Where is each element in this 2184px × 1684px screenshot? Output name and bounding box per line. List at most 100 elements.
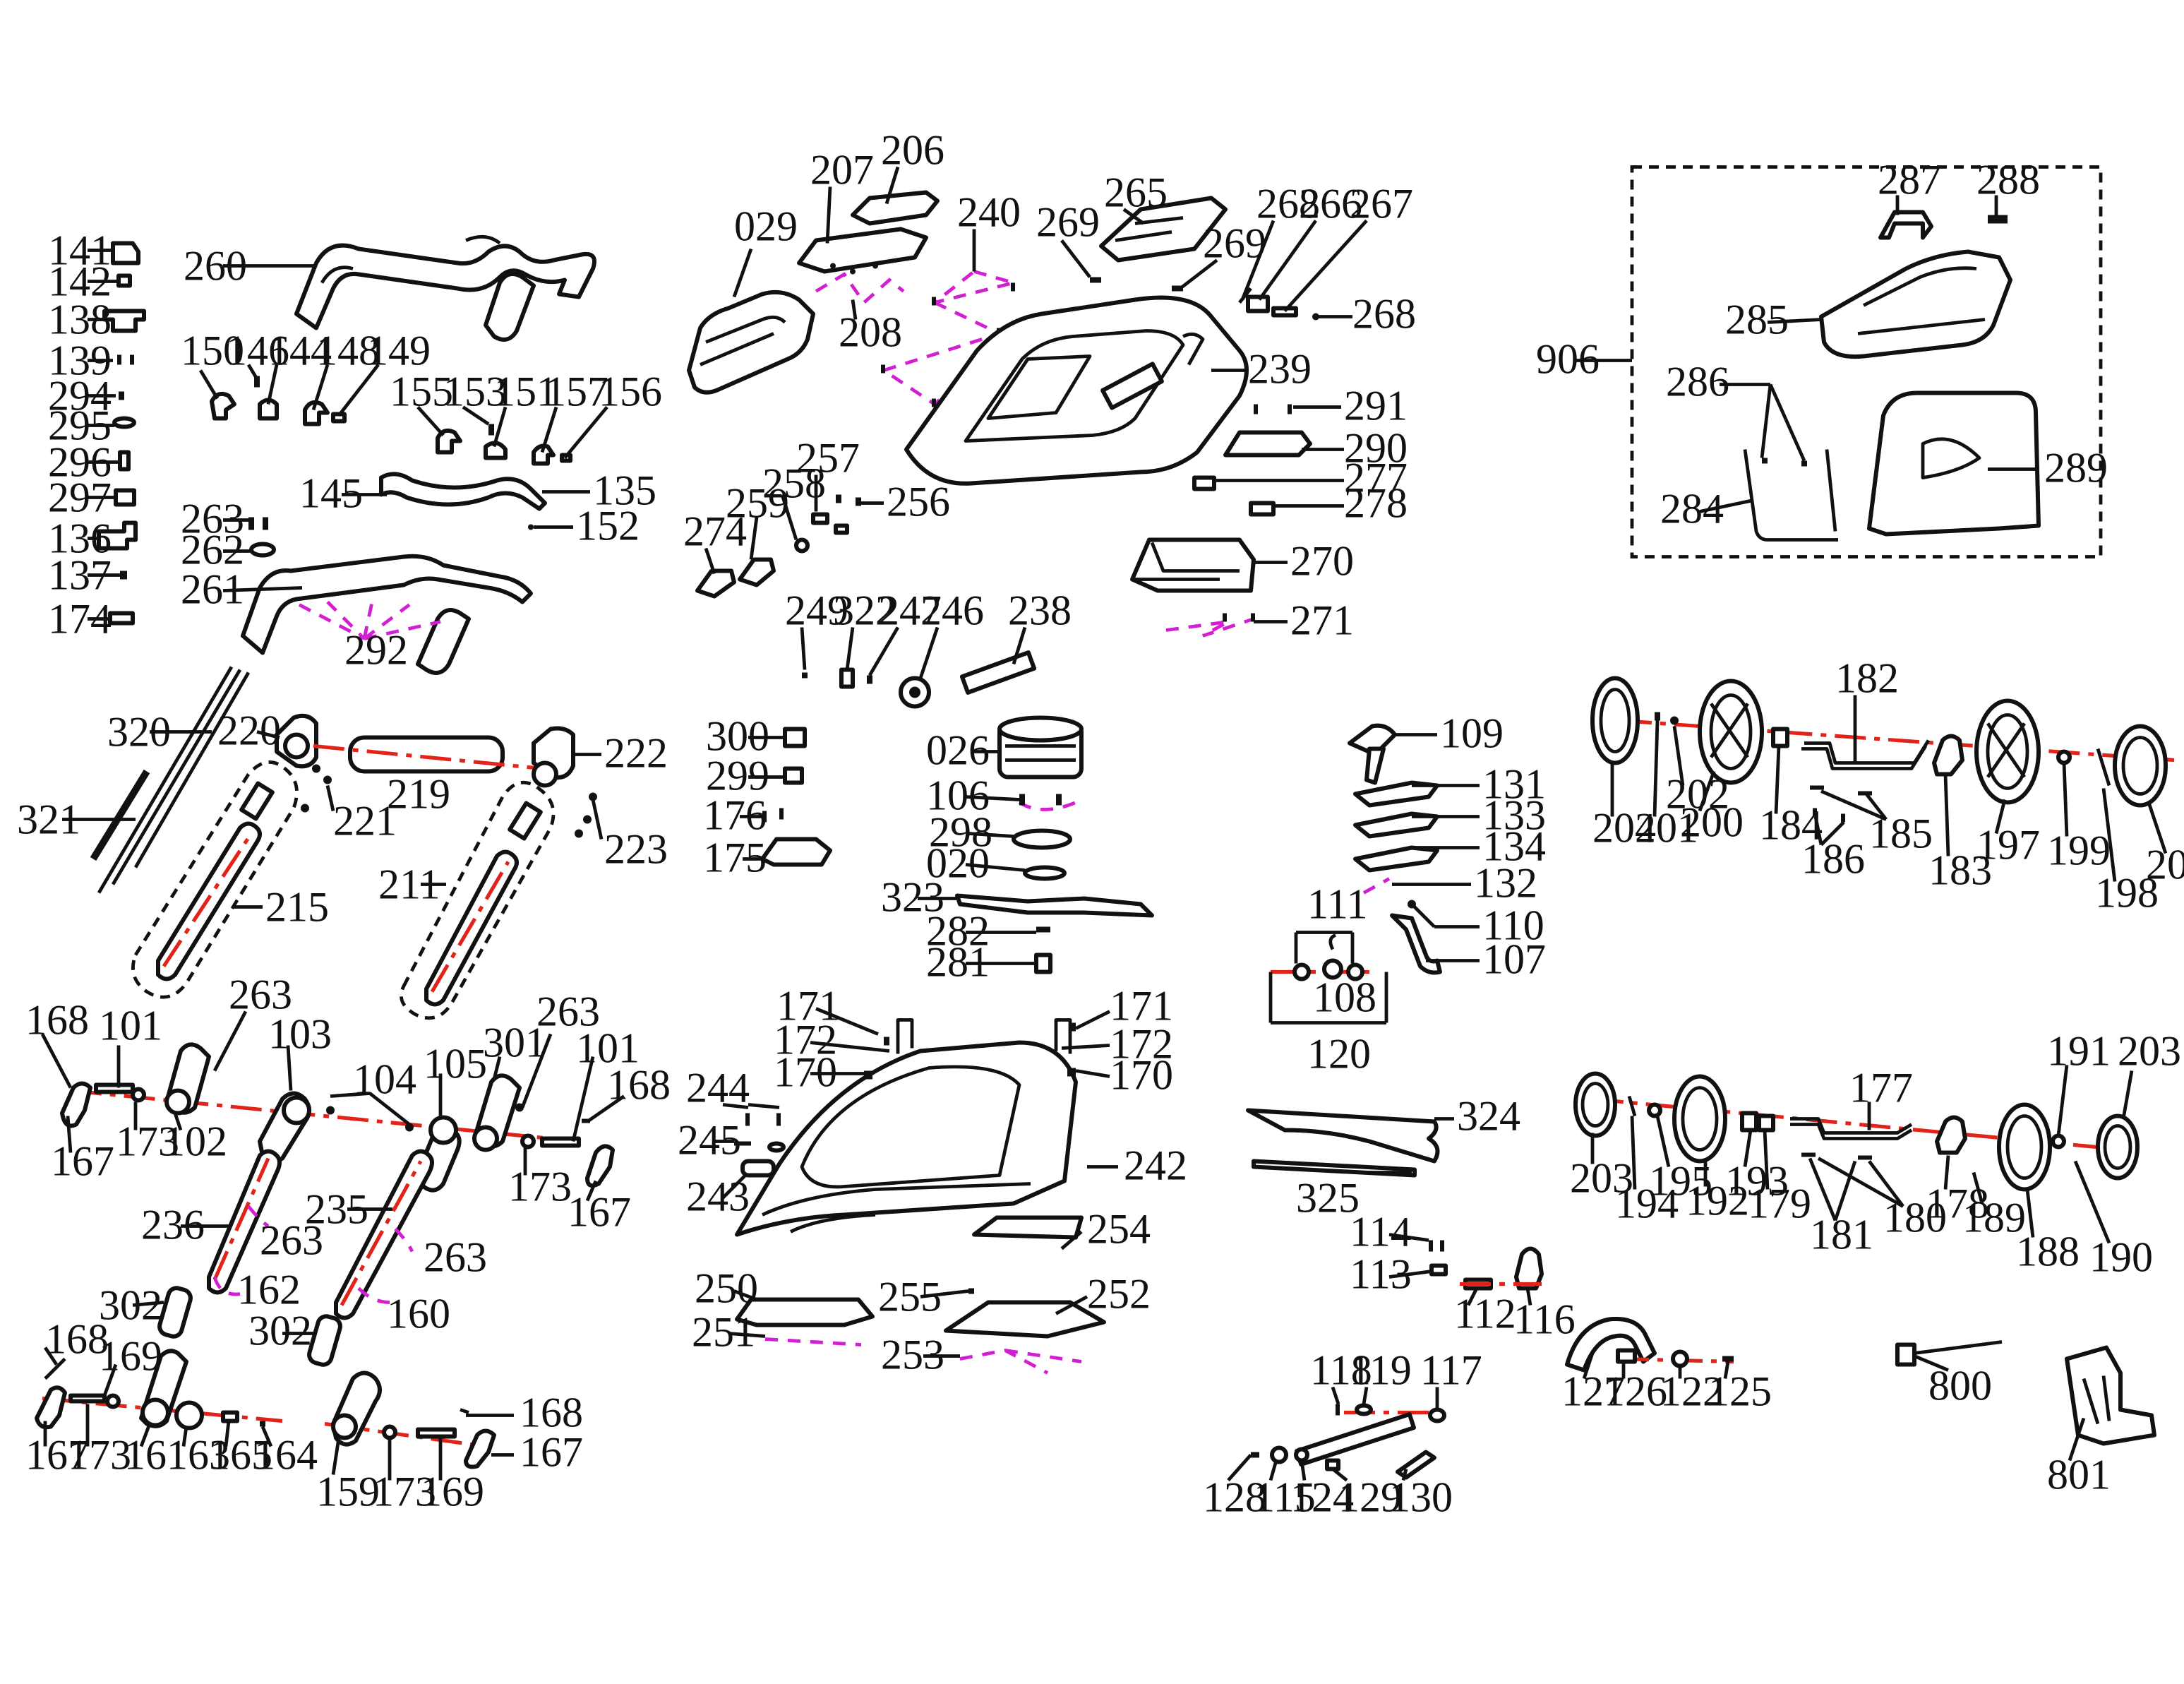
label-171: 171 xyxy=(776,983,840,1029)
label-325: 325 xyxy=(1296,1175,1360,1222)
main-housing-239 xyxy=(904,295,1249,486)
label-292: 292 xyxy=(344,627,408,674)
label-269: 269 xyxy=(1036,199,1100,246)
label-197: 197 xyxy=(1976,822,2040,868)
label-169: 169 xyxy=(421,1469,484,1515)
label-238: 238 xyxy=(1008,587,1072,634)
label-135: 135 xyxy=(593,467,656,514)
label-116: 116 xyxy=(1513,1296,1576,1343)
label-186: 186 xyxy=(1801,836,1865,883)
label-183: 183 xyxy=(1928,847,1992,894)
label-261: 261 xyxy=(181,566,244,613)
tools-800-801 xyxy=(1895,1340,2156,1446)
label-146: 146 xyxy=(226,328,289,374)
lower-tube-215-outline xyxy=(131,760,299,999)
label-254: 254 xyxy=(1087,1206,1151,1253)
label-285: 285 xyxy=(1725,297,1789,343)
label-906: 906 xyxy=(1536,336,1600,383)
label-296: 296 xyxy=(48,439,112,486)
label-173: 173 xyxy=(116,1118,179,1165)
label-168: 168 xyxy=(45,1316,109,1363)
label-138: 138 xyxy=(48,297,112,343)
label-263: 263 xyxy=(229,972,292,1018)
height-adjuster-112-116 xyxy=(1429,1240,1544,1291)
label-176: 176 xyxy=(703,792,767,839)
label-101: 101 xyxy=(99,1003,162,1049)
label-128: 128 xyxy=(1203,1474,1266,1521)
label-271: 271 xyxy=(1290,597,1354,644)
label-169: 169 xyxy=(99,1333,162,1380)
label-155: 155 xyxy=(390,369,453,415)
label-029: 029 xyxy=(734,203,798,250)
label-167: 167 xyxy=(25,1432,89,1479)
label-170: 170 xyxy=(774,1049,837,1096)
label-263: 263 xyxy=(260,1217,323,1264)
label-258: 258 xyxy=(762,460,826,507)
label-239: 239 xyxy=(1248,346,1312,393)
label-801: 801 xyxy=(2047,1452,2111,1498)
label-278: 278 xyxy=(1344,480,1408,527)
rear-axle-118-130 xyxy=(1251,1403,1446,1480)
label-192: 192 xyxy=(1686,1178,1749,1224)
small-parts-256-259 xyxy=(695,494,861,599)
label-159: 159 xyxy=(316,1469,380,1515)
label-284: 284 xyxy=(1660,486,1724,532)
label-263: 263 xyxy=(181,496,244,542)
label-171: 171 xyxy=(1110,983,1173,1029)
upper-handle-260 xyxy=(294,235,596,342)
label-105: 105 xyxy=(424,1041,487,1087)
label-201: 201 xyxy=(1635,805,1698,852)
label-114: 114 xyxy=(1350,1209,1412,1255)
lid-265 xyxy=(1090,196,1228,292)
left-column-leaders xyxy=(88,249,120,621)
label-170: 170 xyxy=(1110,1052,1173,1099)
label-194: 194 xyxy=(1615,1181,1679,1227)
label-133: 133 xyxy=(1482,792,1546,839)
label-290: 290 xyxy=(1344,425,1408,472)
label-274: 274 xyxy=(683,508,747,555)
label-108: 108 xyxy=(1313,974,1376,1021)
label-168: 168 xyxy=(607,1062,671,1109)
label-267: 267 xyxy=(1350,181,1413,227)
cable-145-135 xyxy=(379,472,547,530)
label-189: 189 xyxy=(1962,1195,2026,1241)
label-204: 204 xyxy=(2146,842,2184,888)
label-151: 151 xyxy=(494,369,558,415)
label-182: 182 xyxy=(1835,655,1899,702)
label-185: 185 xyxy=(1869,811,1933,857)
label-188: 188 xyxy=(2016,1229,2080,1275)
label-302: 302 xyxy=(99,1282,162,1329)
label-144: 144 xyxy=(268,328,332,374)
label-102: 102 xyxy=(164,1118,227,1165)
label-207: 207 xyxy=(810,147,874,193)
label-219: 219 xyxy=(387,771,450,818)
hinge-assembly-upper xyxy=(60,1042,615,1193)
label-244: 244 xyxy=(686,1065,750,1111)
label-295: 295 xyxy=(48,402,112,449)
handle-tube-assembly xyxy=(275,713,597,838)
mower-deck-242 xyxy=(734,1018,1078,1237)
label-142: 142 xyxy=(48,258,112,305)
label-215: 215 xyxy=(265,884,329,931)
label-101: 101 xyxy=(576,1025,640,1072)
label-149: 149 xyxy=(367,328,431,374)
label-246: 246 xyxy=(920,587,984,634)
label-294: 294 xyxy=(48,373,112,419)
label-120: 120 xyxy=(1307,1031,1371,1077)
label-199: 199 xyxy=(2047,828,2111,874)
label-300: 300 xyxy=(706,713,769,760)
label-242: 242 xyxy=(1124,1142,1187,1189)
label-321: 321 xyxy=(17,796,80,843)
label-179: 179 xyxy=(1748,1181,1811,1227)
label-297: 297 xyxy=(48,474,112,521)
label-157: 157 xyxy=(545,369,608,415)
label-260: 260 xyxy=(184,243,247,289)
part-number-labels: 141 142 138 139 294 295 296 297 136 137 … xyxy=(17,127,2184,1521)
label-320: 320 xyxy=(107,709,171,756)
label-800: 800 xyxy=(1928,1363,1992,1409)
label-139: 139 xyxy=(48,338,112,384)
label-180: 180 xyxy=(1883,1195,1947,1241)
label-204: 204 xyxy=(1592,805,1656,852)
label-324: 324 xyxy=(1457,1093,1520,1140)
